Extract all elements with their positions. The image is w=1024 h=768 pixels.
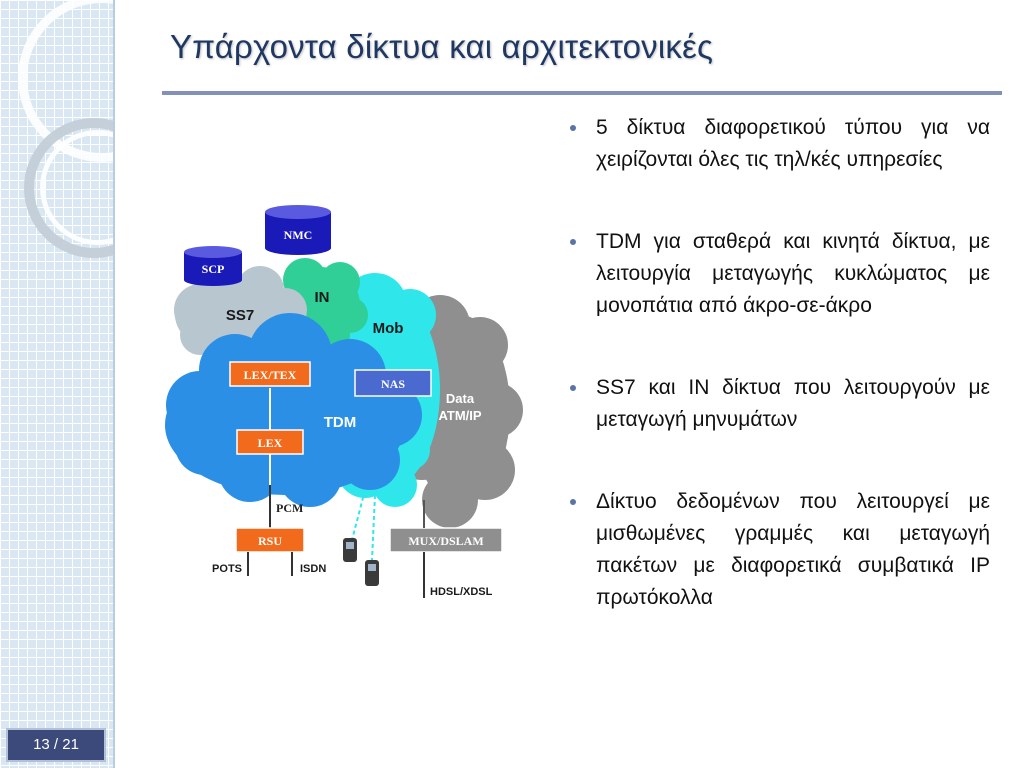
rsu-unit: RSU (235, 527, 305, 553)
lex-switch: LEX (236, 429, 304, 455)
bullet-list: 5 δίκτυα διαφορετικού τύπου για να χειρί… (568, 112, 990, 614)
ss7-label: SS7 (226, 307, 254, 324)
nas-label: NAS (381, 377, 405, 391)
pots-label: POTS (212, 563, 242, 575)
slide-title: Υπάρχοντα δίκτυα και αρχιτεκτονικές (170, 28, 714, 65)
scp-label: SCP (202, 262, 225, 276)
decorative-side-strip (0, 0, 115, 768)
bullet-item: TDM για σταθερά και κινητά δίκτυα, με λε… (568, 226, 990, 322)
mux-dslam-label: MUX/DSLAM (408, 534, 483, 548)
tdm-label: TDM (324, 414, 357, 431)
hdsl-xdsl-label: HDSL/XDSL (430, 586, 493, 598)
nmc-database: NMC (265, 205, 331, 255)
nmc-label: NMC (284, 228, 313, 242)
lex-tex-switch: LEX/TEX (229, 361, 311, 387)
bullet-item: Δίκτυο δεδομένων που λειτουργεί με μισθω… (568, 486, 990, 614)
page-indicator: 13 / 21 (6, 728, 106, 762)
lex-tex-label: LEX/TEX (244, 368, 297, 382)
lex-label: LEX (258, 436, 283, 450)
mob-label: Mob (373, 320, 404, 337)
mux-dslam-unit: MUX/DSLAM (389, 527, 503, 553)
mobile-phone-icon (343, 489, 379, 586)
scp-database: SCP (184, 246, 242, 286)
rsu-label: RSU (258, 534, 282, 548)
nas-server: NAS (354, 369, 432, 397)
network-diagram: NMC SCP SS7 IN Mob TDM Data ATM/IP LEX/T… (165, 205, 523, 598)
isdn-label: ISDN (300, 563, 326, 575)
bullet-item: 5 δίκτυα διαφορετικού τύπου για να χειρί… (568, 112, 990, 176)
bullet-item: SS7 και IN δίκτυα που λειτουργούν με μετ… (568, 372, 990, 436)
pcm-label: PCM (276, 501, 303, 515)
data-label-line1: Data (446, 391, 475, 406)
title-divider (162, 91, 1002, 95)
data-label-line2: ATM/IP (438, 408, 481, 423)
tdm-cloud (165, 313, 422, 507)
in-label: IN (315, 289, 330, 306)
decorative-ring (24, 118, 113, 258)
